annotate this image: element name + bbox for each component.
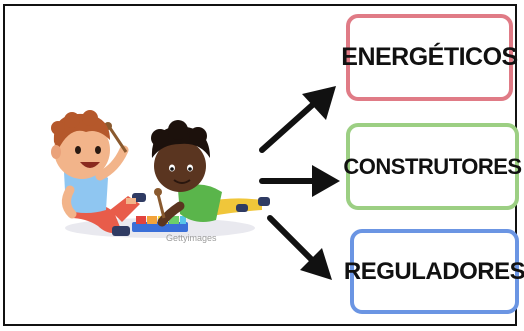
- arrow-down-right-icon: [267, 215, 332, 280]
- arrow-right-icon: [259, 165, 340, 197]
- left-child: [51, 110, 146, 236]
- watermark-text: Gettyimages: [166, 233, 217, 243]
- reguladores-box: REGULADORES: [344, 229, 524, 314]
- construtores-box: CONSTRUTORES: [343, 123, 522, 210]
- reguladores-label: REGULADORES: [343, 257, 524, 285]
- energeticos-label: ENERGÉTICOS: [341, 43, 518, 71]
- right-child: [151, 120, 270, 227]
- energeticos-box: ENERGÉTICOS: [341, 14, 518, 101]
- construtores-label: CONSTRUTORES: [343, 153, 522, 179]
- arrow-up-right-icon: [259, 86, 336, 153]
